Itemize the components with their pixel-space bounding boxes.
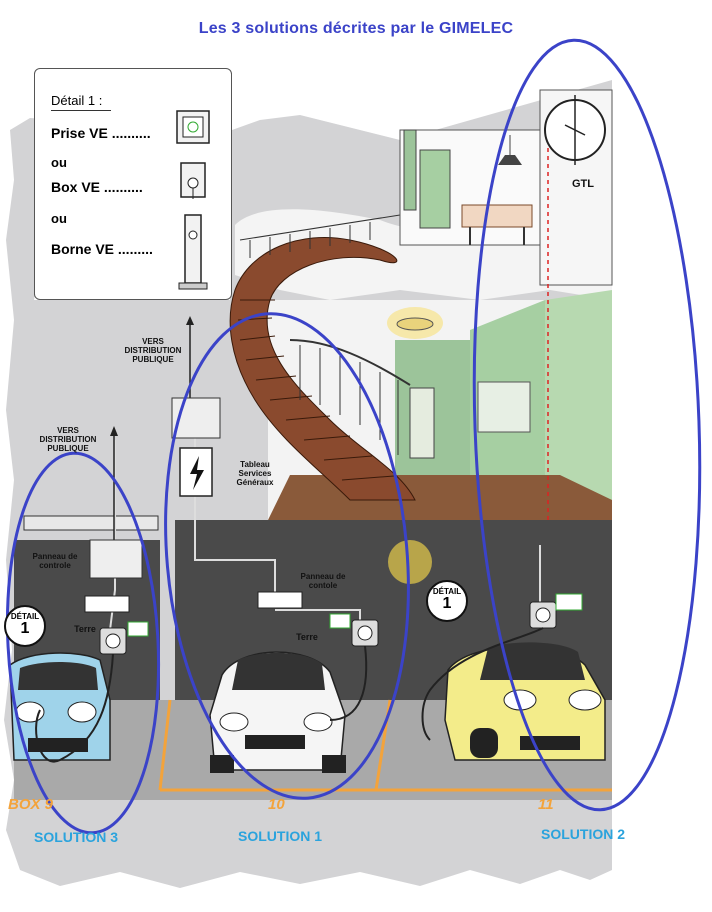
label-tableau-services: Tableau Services Généraux (236, 460, 274, 487)
upper-green-door (419, 149, 451, 229)
cable-left (35, 653, 114, 763)
detail-badge-right: DÉTAIL 1 (426, 580, 468, 622)
label-panneau-left: Panneau de controle (32, 552, 78, 570)
pendant-lamp (498, 155, 522, 165)
parking-line-3 (158, 699, 172, 791)
car-left (9, 652, 111, 761)
caption-solution-2: SOLUTION 2 (541, 826, 626, 842)
option-box-ve: Box VE .......... (51, 179, 143, 195)
upper-window (403, 129, 417, 211)
label-vers-distribution-left: VERS DISTRIBUTION PUBLIQUE (39, 426, 97, 453)
ellipse-solution-3 (5, 451, 161, 835)
caption-solution-3: SOLUTION 3 (34, 829, 119, 845)
car-right (444, 642, 606, 761)
green-wall-far (545, 290, 612, 505)
hall-door (409, 387, 435, 459)
meter-cabinet-left (89, 539, 143, 579)
left-slab (23, 515, 159, 531)
stair-handrail (289, 339, 411, 386)
detail-badge-left: DÉTAIL 1 (4, 605, 46, 647)
option-prise-ve: Prise VE .......... (51, 125, 151, 141)
wire-left (109, 440, 116, 631)
borne-ve-icon (178, 214, 208, 290)
separator-ou-1: ou (51, 155, 67, 170)
label-terre-left: Terre (74, 624, 96, 634)
detail-legend-box: Détail 1 : Prise VE .......... ou Box VE… (34, 68, 232, 300)
ellipse-solution-1 (164, 312, 410, 800)
lightning-icon (190, 456, 204, 490)
detail-heading: Détail 1 : (51, 93, 103, 108)
cable-mid (329, 645, 368, 721)
floor-label-10: 10 (268, 796, 285, 813)
diagram-title: Les 3 solutions décrites par le GIMELEC (198, 20, 514, 37)
label-gtl: GTL (572, 178, 594, 190)
ev-badge-left (127, 621, 149, 637)
mailboxes (477, 381, 531, 433)
detail-badge-title: DÉTAIL (10, 612, 40, 621)
upper-floor (235, 209, 612, 300)
floor-label-11: 11 (538, 796, 554, 813)
hall-brown-floor (268, 475, 612, 520)
ev-badge-mid (329, 613, 351, 629)
hall-lamp (396, 317, 434, 331)
label-vers-distribution-mid: VERS DISTRIBUTION PUBLIQUE (124, 337, 182, 364)
label-panneau-mid: Panneau de contole (300, 572, 346, 590)
box-ve-icon (180, 162, 206, 199)
detail-badge-number: 1 (20, 620, 30, 637)
cable-right (421, 627, 544, 741)
basement-lamp-glow (388, 540, 432, 584)
spiral-stairs (229, 236, 416, 501)
detail-badge-number: 1 (442, 595, 452, 612)
ellipse-solution-2 (472, 38, 702, 812)
caption-solution-1: SOLUTION 1 (238, 828, 323, 844)
panneau-mid (257, 591, 303, 609)
option-borne-ve: Borne VE ......... (51, 241, 153, 257)
separator-ou-2: ou (51, 211, 67, 226)
prise-ve-icon (176, 110, 210, 144)
dining-table (461, 204, 533, 228)
ev-badge-right (555, 593, 583, 611)
panneau-left (84, 595, 130, 613)
label-terre-mid: Terre (296, 632, 318, 642)
detail-heading-underline (51, 110, 111, 111)
floor-label-box-9: BOX 9 (8, 796, 54, 813)
car-mid (209, 651, 346, 773)
detail-badge-title: DÉTAIL (432, 587, 462, 596)
